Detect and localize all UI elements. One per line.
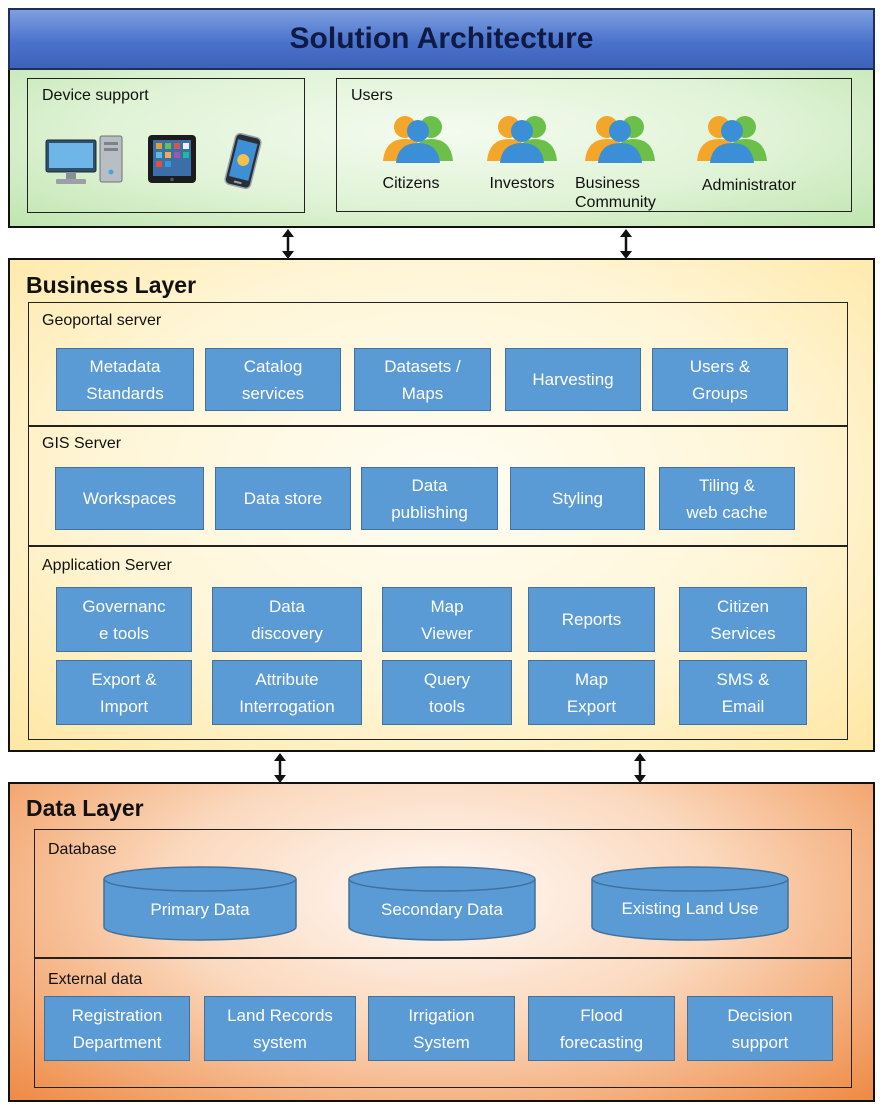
component-box: Irrigation System (368, 996, 515, 1061)
gis-server-label: GIS Server (42, 435, 122, 452)
geoportal-server-label: Geoportal server (42, 312, 162, 329)
component-box: Harvesting (505, 348, 641, 411)
users-group-icon (697, 116, 767, 163)
users-group-icon (383, 116, 453, 163)
geoportal-server-section: Geoportal server (28, 302, 848, 426)
component-box: Workspaces (55, 467, 204, 530)
component-box: Decision support (687, 996, 833, 1061)
component-box: Map Viewer (382, 587, 512, 652)
component-box: Tiling & web cache (659, 467, 795, 530)
component-box: Flood forecasting (528, 996, 675, 1061)
database-cylinder-icon (591, 866, 789, 941)
component-box: Reports (528, 587, 655, 652)
title-banner: Solution Architecture (8, 8, 875, 70)
desktop-computer-icon (45, 135, 123, 184)
database-cylinder-icon (348, 866, 536, 941)
business-layer-title: Business Layer (26, 272, 197, 298)
user-type-label: Citizens (382, 175, 440, 192)
component-box: SMS & Email (679, 660, 807, 725)
database-cylinder-icon (103, 866, 297, 941)
component-box: Citizen Services (679, 587, 807, 652)
user-type-label: Business Community (575, 175, 656, 211)
gis-server-section: GIS Server (28, 426, 848, 546)
tablet-icon (148, 135, 196, 183)
component-box: Datasets / Maps (354, 348, 491, 411)
component-box: Governanc e tools (56, 587, 192, 652)
component-box: Export & Import (56, 660, 192, 725)
database-label: Database (48, 841, 117, 858)
component-box: Data store (215, 467, 351, 530)
component-box: Metadata Standards (56, 348, 194, 411)
component-box: Data publishing (361, 467, 498, 530)
users-group-icon (487, 116, 557, 163)
users-box: Users Citizens Investors Business Commun… (336, 78, 852, 212)
component-box: Map Export (528, 660, 655, 725)
component-box: Registration Department (44, 996, 190, 1061)
database-label-text: Primary Data (150, 900, 250, 919)
user-type-label: Investors (489, 175, 555, 192)
component-box: Query tools (382, 660, 512, 725)
database-label-text: Existing Land Use (621, 899, 759, 918)
smartphone-icon (224, 132, 262, 190)
device-support-box: Device support (27, 78, 305, 213)
component-box: Land Records system (204, 996, 356, 1061)
bidirectional-arrow (620, 229, 632, 259)
external-data-section: External data (34, 958, 852, 1088)
component-box: Styling (510, 467, 645, 530)
device-support-label: Device support (42, 87, 149, 104)
application-server-label: Application Server (42, 557, 172, 574)
users-label: Users (351, 87, 393, 104)
users-group-icon (585, 116, 655, 163)
data-layer-title: Data Layer (26, 795, 144, 821)
component-box: Catalog services (205, 348, 341, 411)
database-section: Database (34, 829, 852, 958)
component-box: Attribute Interrogation (212, 660, 362, 725)
user-type-label: Administrator (701, 177, 797, 194)
bidirectional-arrow (274, 753, 286, 783)
bidirectional-arrow (282, 229, 294, 259)
bidirectional-arrow (634, 753, 646, 783)
database-label-text: Secondary Data (381, 900, 503, 919)
component-box: Data discovery (212, 587, 362, 652)
external-data-label: External data (48, 971, 143, 988)
diagram-title: Solution Architecture (289, 22, 594, 55)
component-box: Users & Groups (652, 348, 788, 411)
application-server-section: Application Server (28, 546, 848, 740)
